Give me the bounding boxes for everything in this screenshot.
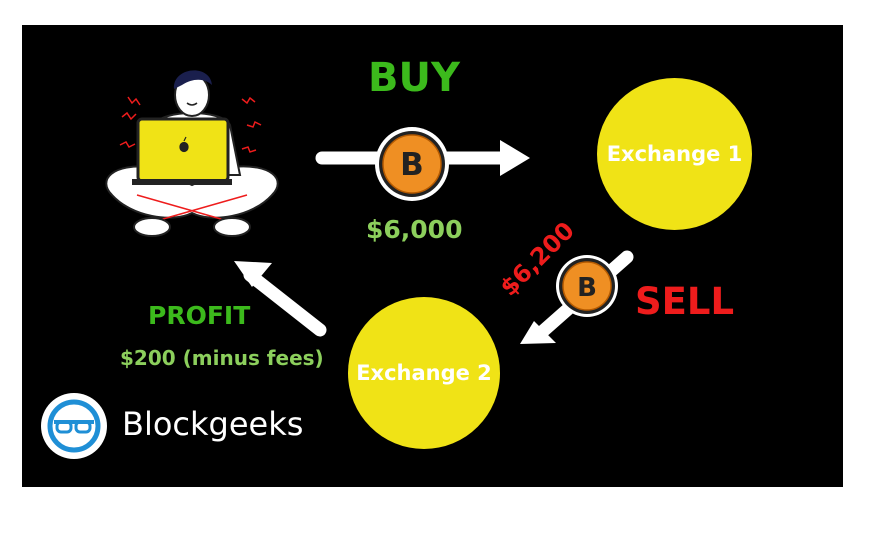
buy-price: $6,000 (366, 215, 463, 244)
exchange-2-label: Exchange 2 (356, 361, 492, 385)
blockgeeks-logo-icon (40, 392, 108, 465)
buy-arrow-head (500, 140, 530, 176)
sell-arrow-head (520, 321, 556, 344)
buy-label: BUY (368, 55, 460, 101)
exchange-1-node: Exchange 1 (597, 78, 752, 230)
diagram-panel: BUY B $6,000 Exchange 1 $6,200 B SELL PR… (22, 25, 843, 487)
person-with-laptop-icon (92, 45, 292, 245)
coin-symbol: B (577, 273, 597, 303)
sell-label: SELL (635, 280, 735, 323)
coin-symbol: B (400, 147, 424, 183)
exchange-2-node: Exchange 2 (348, 297, 500, 449)
brand-name: Blockgeeks (122, 405, 304, 443)
profit-label: PROFIT (148, 301, 251, 330)
exchange-1-label: Exchange 1 (606, 142, 743, 166)
bitcoin-coin-icon: B (373, 125, 451, 208)
profit-arrow-head (234, 261, 272, 287)
bitcoin-coin-icon: B (554, 253, 620, 324)
profit-value: $200 (minus fees) (120, 346, 324, 370)
profit-arrow-shaft (243, 268, 327, 337)
